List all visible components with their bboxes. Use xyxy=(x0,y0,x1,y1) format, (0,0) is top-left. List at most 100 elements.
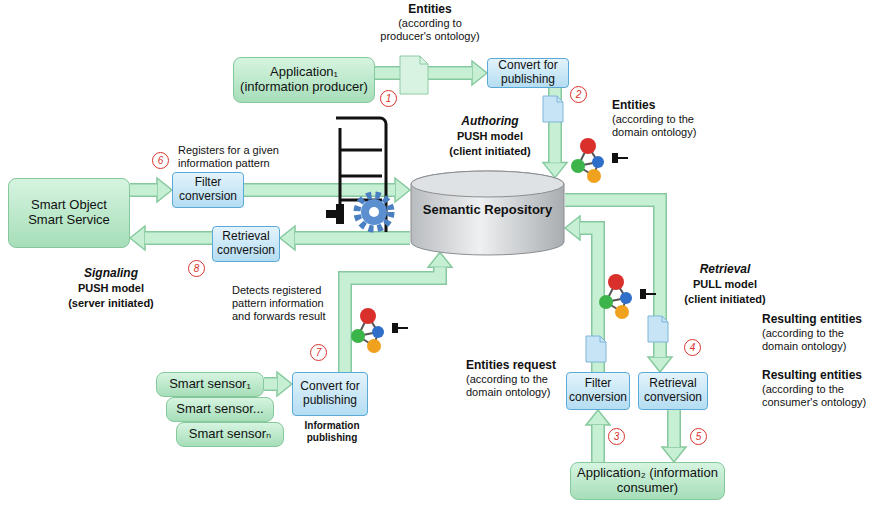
arrow-body xyxy=(667,410,681,447)
annotation-text: PUSH model xyxy=(438,130,542,143)
flow-arrow xyxy=(543,88,567,178)
arrow-body xyxy=(264,377,277,391)
annotation-text: Signaling xyxy=(56,266,166,280)
node-text: Convert for publishing xyxy=(298,380,362,408)
arrow-fill xyxy=(295,233,410,244)
application-box: Application₂ (information consumer) xyxy=(570,462,725,500)
arrow-body xyxy=(591,425,605,462)
node-text: Application₂ (information consumer) xyxy=(576,466,719,496)
annotation-text: (according to producer's ontology) xyxy=(380,17,480,43)
flow-arrow xyxy=(280,226,410,250)
annotation-text: Authoring xyxy=(438,114,542,128)
node-text: Smart sensorₙ xyxy=(189,427,271,442)
arrow-head xyxy=(280,226,295,250)
node-text: Smart sensor₁ xyxy=(169,377,251,392)
conversion-box: Filter conversion xyxy=(566,372,630,410)
arrow-body xyxy=(145,231,212,245)
arrow-fill xyxy=(565,200,660,357)
arrow-body xyxy=(244,183,395,197)
arrow-head xyxy=(157,178,172,202)
document-icon xyxy=(586,336,606,362)
ontology-icon xyxy=(571,138,628,183)
annotation-text: Information publishing xyxy=(290,420,374,444)
flow-arrow xyxy=(264,372,292,396)
ontology-icon xyxy=(351,308,408,353)
annotation-text: Detects registered pattern information a… xyxy=(232,284,337,324)
arrow-fill xyxy=(244,185,395,196)
annotation-text: (client initiated) xyxy=(438,145,542,158)
arrow-head xyxy=(277,372,292,396)
node-text: Retrieval conversion xyxy=(217,230,275,258)
callout-number: 8 xyxy=(188,260,205,277)
annotation-text: (server initiated) xyxy=(56,297,166,310)
annotation-text: Entities xyxy=(380,2,480,16)
callout-number: 5 xyxy=(690,428,707,445)
flow-arrow xyxy=(662,410,686,462)
conversion-box: Filter conversion xyxy=(172,172,244,208)
arrow-head xyxy=(648,357,672,372)
flow-arrow xyxy=(130,178,172,202)
arrow-body xyxy=(130,183,157,197)
application-box: Smart sensor... xyxy=(166,397,274,422)
annotation-text: (according to the consumer's ontology) xyxy=(762,383,874,409)
document-icon xyxy=(400,56,428,94)
callout-number: 6 xyxy=(152,152,169,169)
annotation-text: Resulting entities xyxy=(762,312,874,326)
flow-arrow xyxy=(565,200,672,372)
flow-arrow xyxy=(345,252,452,372)
gear-icon xyxy=(357,195,391,229)
annotation-text: Entities xyxy=(612,98,722,112)
arrow-head xyxy=(565,216,580,240)
annotation-text: (according to the domain ontology) xyxy=(612,113,722,139)
document-icon xyxy=(648,316,668,342)
annotation-text: (according to the domain ontology) xyxy=(466,373,562,399)
annotation-text: Retrieval xyxy=(680,262,770,276)
repository-cylinder: Semantic Repository xyxy=(410,170,565,256)
callout-number: 1 xyxy=(380,90,397,107)
flow-arrow xyxy=(130,226,212,250)
arrow-head xyxy=(472,61,487,85)
node-text: Retrieval conversion xyxy=(644,377,702,405)
annotation-text: Resulting entities xyxy=(762,368,874,382)
node-text: Application₁ (information producer) xyxy=(239,65,369,95)
node-text: Filter conversion xyxy=(569,377,627,405)
conversion-box: Convert for publishing xyxy=(292,372,368,416)
callout-number: 4 xyxy=(684,339,701,356)
conversion-box: Convert for publishing xyxy=(487,58,569,88)
annotation-text: PULL model xyxy=(680,278,770,291)
application-box: Application₁ (information producer) xyxy=(233,57,375,103)
arrow-head xyxy=(586,410,610,425)
application-box: Smart sensorₙ xyxy=(176,422,284,447)
arrow-head xyxy=(395,178,410,202)
arrow-fill xyxy=(669,410,680,447)
callout-number: 2 xyxy=(570,86,587,103)
arrow-body xyxy=(565,200,660,357)
arrow-head xyxy=(428,252,452,267)
arrow-fill xyxy=(593,425,604,462)
arrow-body xyxy=(345,267,440,372)
conversion-box: Retrieval conversion xyxy=(638,372,708,410)
annotation-text: Registers for a given information patter… xyxy=(178,144,328,170)
flow-arrow xyxy=(586,410,610,462)
application-box: Smart Object Smart Service xyxy=(8,178,130,248)
annotation-text: (according to the domain ontology) xyxy=(762,327,874,353)
arrow-head xyxy=(662,447,686,462)
ontology-icon xyxy=(599,274,656,319)
node-text: Smart sensor... xyxy=(176,402,263,417)
document-icon xyxy=(543,96,563,122)
arrow-fill xyxy=(145,233,212,244)
callout-number: 3 xyxy=(608,428,625,445)
node-text: Smart Object Smart Service xyxy=(14,198,124,228)
node-text: Filter conversion xyxy=(178,176,238,204)
application-box: Smart sensor₁ xyxy=(156,372,264,397)
arrow-fill xyxy=(130,185,157,196)
node-text: Semantic Repository xyxy=(423,203,552,218)
annotation-text: Entities request xyxy=(466,358,562,372)
node-text: Convert for publishing xyxy=(493,59,563,87)
arrow-body xyxy=(295,231,410,245)
flow-arrow xyxy=(375,61,487,85)
annotation-text: (client initiated) xyxy=(680,293,770,306)
arrow-fill xyxy=(345,267,440,372)
